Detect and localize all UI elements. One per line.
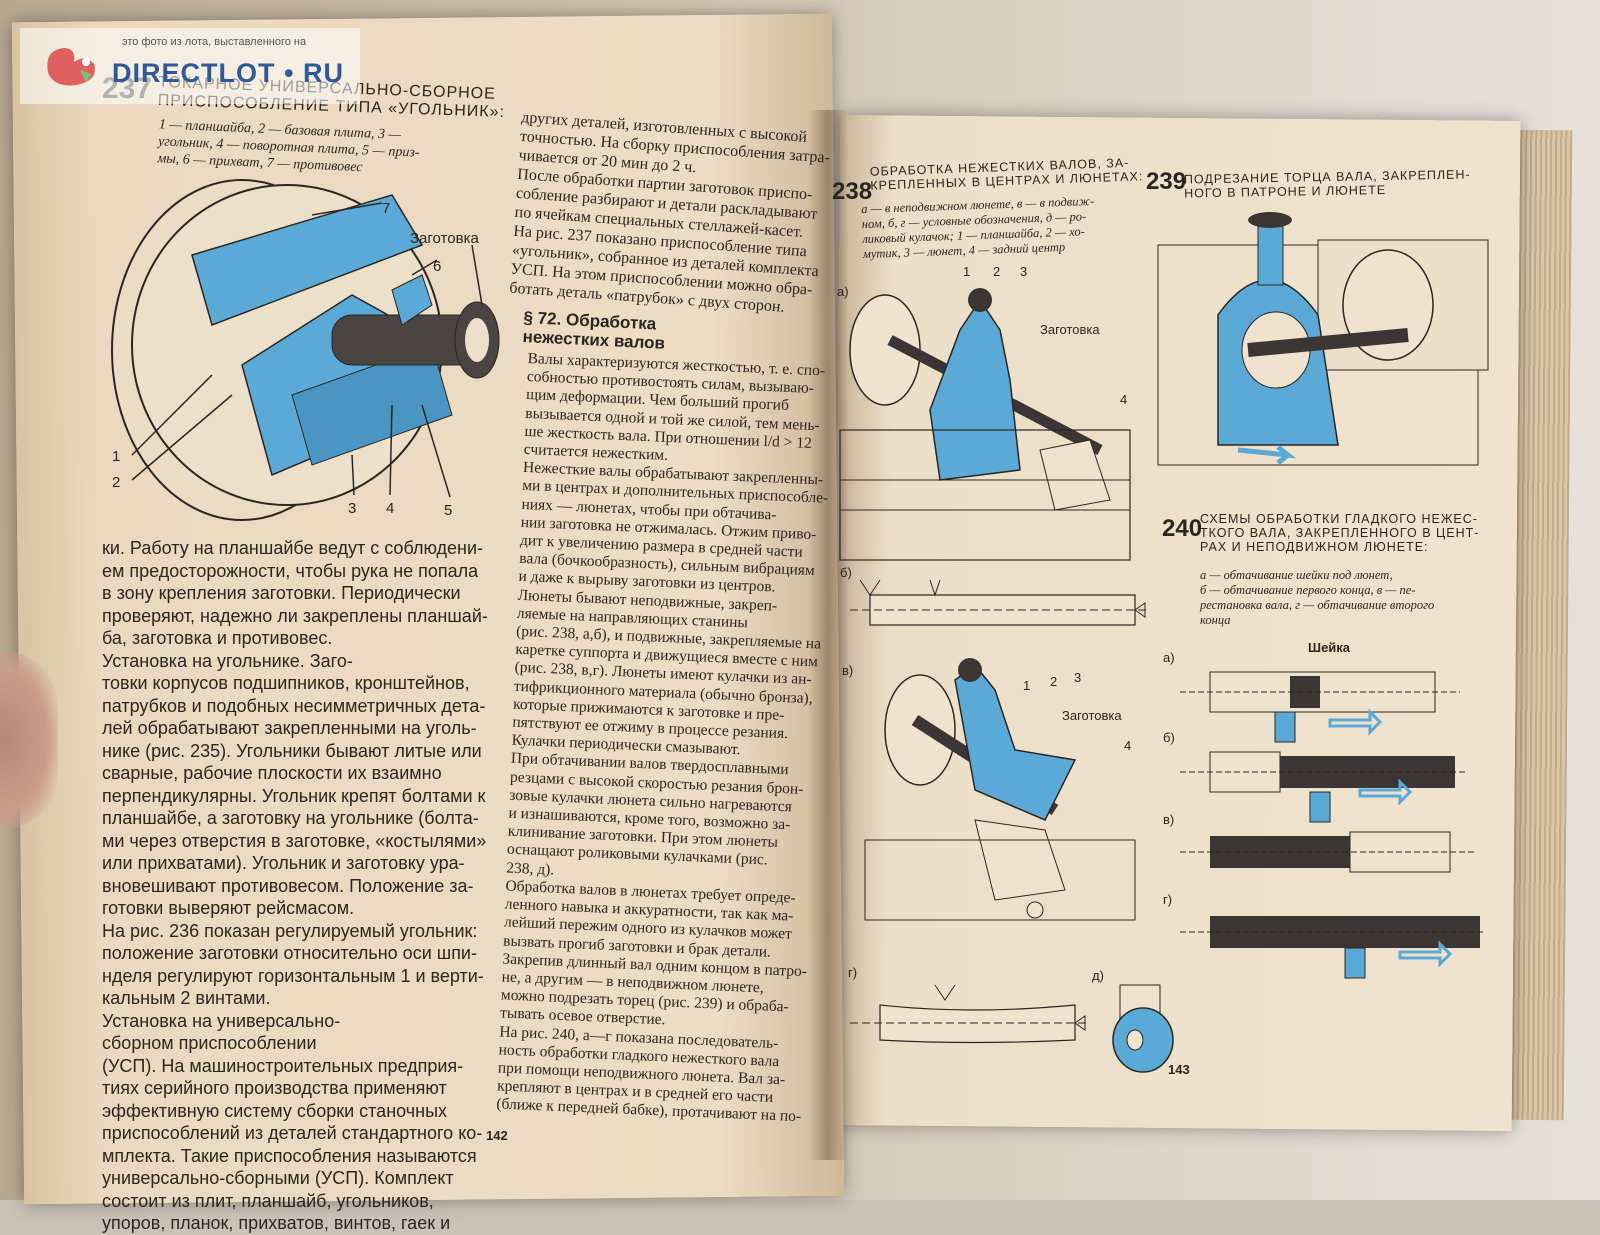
fig238-label-g: г): [848, 965, 858, 980]
text-line: патрубков и подобных несимметричных дета…: [102, 695, 486, 716]
text-line: универсально-сборными (УСП). Комплект: [102, 1168, 454, 1188]
fig238v-label-4: 4: [1124, 738, 1132, 753]
fig240-caption-line: ТКОГО ВАЛА, ЗАКРЕПЛЕННОГО В ЦЕНТ-: [1200, 526, 1480, 540]
left-column-2: Валы характеризуются жесткостью, т. е. с…: [496, 350, 834, 1127]
text-line: приспособлений из деталей стандартного к…: [102, 1123, 483, 1143]
fig237-label-1: 1: [112, 448, 121, 465]
left-column-1: ки. Работу на планшайбе ведут с соблюден…: [102, 537, 488, 1235]
text-line: мплекта. Такие приспособления называются: [102, 1145, 477, 1166]
text-line: эффективную систему сборки станочных: [102, 1100, 448, 1121]
text-line: перпендикулярны. Угольник крепят болтами…: [102, 785, 486, 806]
text-line: товки корпусов подшипников, кронштейнов,: [102, 673, 470, 693]
fig240-schematics: [1180, 671, 1485, 979]
fig238d-roller: [1112, 984, 1174, 1073]
text-line: сборном приспособлении: [102, 1033, 317, 1053]
fig239-number: 239: [1146, 168, 1187, 195]
fig238g-schematic: [850, 984, 1090, 1044]
fig238-label-b: б): [840, 565, 852, 580]
text-line: или прихватами). Угольник и заготовку ур…: [102, 853, 465, 873]
fig238-label-a: а): [837, 284, 849, 299]
section-72-title: § 72. Обработка нежестких валов: [522, 308, 666, 353]
text-line: проверяют, надежно ли закреплены планшай…: [102, 605, 488, 626]
text-line: ми через отверстия в заготовке, «костыля…: [102, 830, 487, 851]
fig240-legend-line: а — обтачивание шейки под люнет,: [1200, 568, 1393, 582]
fig240-legend-line: рестановка вала, г — обтачивание второго: [1200, 598, 1435, 612]
fig240-caption-line: РАХ И НЕПОДВИЖНОМ ЛЮНЕТЕ:: [1200, 540, 1429, 554]
fig238a-label-1: 1: [963, 264, 971, 279]
thumb: [0, 650, 58, 830]
fig238-label-d: д): [1092, 968, 1104, 983]
fig238v-label-1: 1: [1023, 678, 1031, 693]
fig237-label-workpiece: Заготовка: [410, 230, 479, 247]
text-line: готовки выверяют рейсмасом.: [102, 898, 355, 918]
text-line: нделя регулируют горизонтальным 1 и верт…: [102, 965, 484, 986]
fig238-legend: а — в неподвижном люнете, в — в подвиж- …: [861, 194, 1096, 262]
fig238a-label-3: 3: [1020, 264, 1028, 279]
text-line: Установка на универсально-: [102, 1010, 341, 1031]
fig238a-label-2: 2: [993, 264, 1001, 279]
fig238v-label-workpiece: Заготовка: [1062, 708, 1122, 723]
fig240-label-neck: Шейка: [1308, 640, 1351, 655]
fig237-label-4: 4: [386, 500, 395, 517]
spine-shadow: [808, 110, 848, 1160]
text-line: тиях серийного производства применяют: [102, 1078, 447, 1098]
watermark-brand: DIRECTLOT • RU: [112, 58, 344, 88]
fig238v-label-2: 2: [1050, 674, 1058, 689]
fig237-label-2: 2: [112, 474, 121, 491]
text-line: Установка на угольнике. Заго-: [102, 650, 353, 671]
fig240-label-a: а): [1163, 650, 1175, 665]
text-line: состоит из плит, планшайб, угольников,: [102, 1190, 434, 1211]
left-page-number: 142: [486, 1128, 508, 1143]
fig240-caption: СХЕМЫ ОБРАБОТКИ ГЛАДКОГО НЕЖЕС- ТКОГО ВА…: [1200, 512, 1479, 554]
fig239-illustration: [1157, 212, 1489, 466]
text-line: ем предосторожности, чтобы рука не попал…: [102, 560, 479, 581]
fig240-label-g: г): [1163, 892, 1173, 907]
squirrel-logo-icon: [47, 48, 95, 86]
fig237-illustration: [111, 179, 500, 521]
text-line: ки. Работу на планшайбе ведут с соблюден…: [102, 538, 484, 558]
text-line: в зону крепления заготовки. Периодически: [102, 583, 461, 603]
fig240-legend: а — обтачивание шейки под люнет, б — обт…: [1200, 568, 1434, 628]
fig238a-label-4: 4: [1120, 392, 1128, 407]
fig238b-schematic: [850, 579, 1150, 626]
fig238v-illustration: [864, 658, 1136, 921]
text-line: вновешивают противовесом. Положение за-: [102, 875, 474, 896]
fig238a-illustration: [839, 288, 1131, 561]
right-page-number: 143: [1168, 1062, 1190, 1077]
text-line: нике (рис. 235). Угольники бывают литые …: [102, 740, 482, 761]
text-line: положение заготовки относительно оси шпи…: [102, 943, 477, 963]
fig237-label-7: 7: [382, 200, 391, 217]
text-line: сварные, рабочие плоскости их взаимно: [102, 763, 442, 783]
fig238-label-v: в): [842, 663, 854, 678]
text-line: На рис. 236 показан регулируемый угольни…: [102, 920, 478, 941]
text-line: кальным 2 винтами.: [102, 988, 271, 1008]
fig240-legend-line: б — обтачивание первого конца, в — пе-: [1200, 583, 1416, 597]
fig240-label-b: б): [1163, 730, 1175, 745]
fig240-legend-line: конца: [1200, 613, 1231, 627]
text-line: (УСП). На машиностроительных предприя-: [102, 1055, 464, 1076]
text-line: лей обрабатывают закрепленными на уголь-: [102, 718, 477, 738]
fig238a-label-workpiece: Заготовка: [1040, 322, 1100, 337]
fig240-number: 240: [1162, 515, 1203, 542]
watermark-caption: это фото из лота, выставленного на: [122, 36, 307, 48]
fig238-number: 238: [832, 178, 873, 205]
text-line: упоров, планок, прихватов, винтов, гаек …: [102, 1213, 451, 1233]
fig240-caption-line: СХЕМЫ ОБРАБОТКИ ГЛАДКОГО НЕЖЕС-: [1200, 512, 1478, 526]
text-line: ба, заготовка и противовес.: [102, 628, 333, 648]
text-line: планшайбе, а заготовку на угольнике (бол…: [102, 808, 479, 828]
fig237-label-5: 5: [444, 502, 453, 519]
fig238v-label-3: 3: [1074, 670, 1082, 685]
fig239-caption: ПОДРЕЗАНИЕ ТОРЦА ВАЛА, ЗАКРЕПЛЕН- НОГО В…: [1184, 167, 1471, 200]
fig237-label-6: 6: [433, 258, 442, 275]
fig240-label-v: в): [1163, 812, 1175, 827]
fig237-label-3: 3: [348, 500, 357, 517]
